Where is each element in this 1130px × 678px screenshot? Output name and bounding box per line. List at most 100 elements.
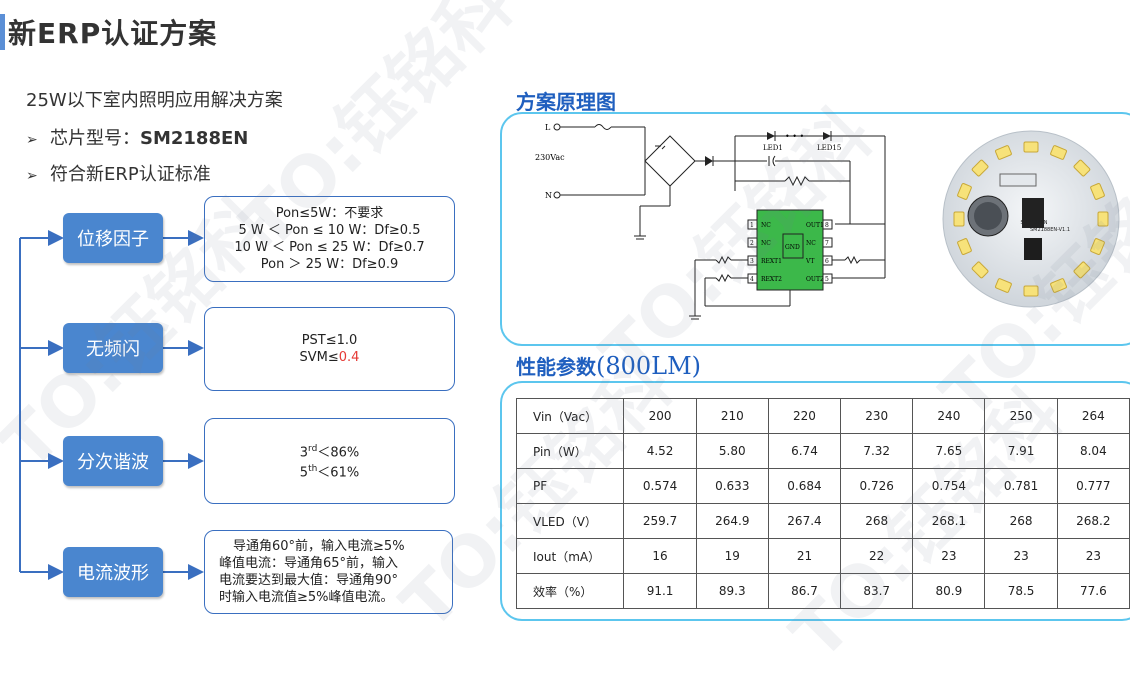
line-label-L: L: [545, 123, 551, 132]
table-cell: 91.1: [623, 573, 697, 609]
table-cell: 7.32: [840, 433, 914, 469]
harmonic-3rd: 3rd＜86%: [300, 441, 359, 461]
table-cell: 16: [623, 538, 697, 574]
table-cell: 86.7: [767, 573, 842, 609]
pin-number: 2: [750, 240, 754, 247]
category-current-waveform: 电流波形: [63, 547, 163, 597]
displacement-factor-box: Pon≤5W：不要求 5 W ＜ Pon ≤ 10 W：Df≥0.5 10 W …: [204, 196, 455, 282]
pin-number: 4: [750, 276, 754, 283]
row-label: VLED（V）: [515, 503, 625, 539]
harmonic-limit: ＜86%: [317, 445, 360, 460]
perf-title: 性能参数(800LM): [516, 351, 701, 380]
row-label: PF: [515, 468, 625, 504]
table-cell: 0.684: [767, 468, 842, 504]
harmonic-order: 5: [299, 465, 309, 481]
table-cell: 77.6: [1056, 573, 1130, 609]
table-cell: 4.52: [623, 433, 697, 469]
chip-model-name: SM2188EN: [140, 128, 249, 149]
table-cell: 19: [695, 538, 769, 574]
circuit-diagram: L 230Vac N • • • LED1 LED15 GND NC NC RE…: [535, 123, 886, 320]
led-chip: [1090, 183, 1105, 200]
ordinal-suffix: rd: [308, 443, 318, 454]
led-chip: [1090, 238, 1105, 255]
perf-title-text: 性能参数: [516, 355, 596, 379]
bullet-arrow-icon: ➢: [26, 168, 38, 184]
pin-label: NC: [761, 222, 771, 229]
board-code: SM2188EN-V1.1: [1030, 227, 1070, 233]
harmonic-5th: 5th＜61%: [300, 461, 359, 481]
led-chip: [1097, 211, 1109, 227]
led-chip: [1050, 278, 1067, 293]
pst-line: PST≤1.0: [301, 333, 358, 348]
pin-label: OUT1: [806, 222, 824, 229]
table-cell: 7.91: [984, 433, 1058, 469]
df-line: 10 W ＜ Pon ≤ 25 W：Df≥0.7: [234, 240, 425, 255]
page-title: 新ERP认证方案: [8, 17, 218, 50]
table-cell: 240: [912, 398, 986, 434]
pin-number: 1: [750, 222, 754, 229]
harmonic-limit: ＜61%: [317, 465, 360, 481]
pin-number: 5: [825, 276, 829, 283]
table-cell: 7.65: [912, 433, 986, 469]
table-cell: 200: [623, 398, 697, 434]
led-chip: [953, 211, 965, 227]
harmonic-order: 3: [299, 445, 309, 460]
bullet-text: 芯片型号：: [50, 128, 140, 149]
led-chip: [971, 159, 989, 177]
pin-label: OUT2: [806, 276, 824, 283]
waveform-line: 时输入电流值≥5%峰值电流。: [219, 590, 394, 605]
pin-number: 7: [825, 240, 829, 247]
svm-label: SVM≤: [299, 350, 339, 365]
led1-label: LED1: [763, 144, 783, 152]
table-cell: 78.5: [984, 573, 1058, 609]
ordinal-suffix: th: [308, 464, 318, 474]
table-cell: 259.7: [623, 503, 697, 539]
waveform-line: 电流要达到最大值：导通角90°: [219, 573, 399, 588]
subtitle: 25W以下室内照明应用解决方案: [26, 90, 283, 111]
board-chip-text: SM2188EN: [1020, 220, 1047, 226]
led-board-photo: SM2188EN SM2188EN-V1.1: [942, 130, 1120, 308]
table-cell: 220: [767, 398, 842, 434]
table-cell: 80.9: [912, 573, 986, 609]
table-cell: 6.74: [767, 433, 842, 469]
df-line: 5 W ＜ Pon ≤ 10 W：Df≥0.5: [238, 223, 421, 238]
table-cell: 264.9: [695, 503, 769, 539]
led-chip: [1023, 141, 1039, 153]
table-cell: 250: [984, 398, 1058, 434]
table-cell: 268: [840, 503, 914, 539]
bullet-text: 符合新ERP认证标准: [50, 164, 211, 185]
pin-number: 3: [750, 258, 754, 265]
table-cell: 83.7: [840, 573, 914, 609]
table-cell: 23: [984, 538, 1058, 574]
schematic-title: 方案原理图: [516, 90, 616, 114]
led-chip-ring: [953, 141, 1109, 297]
vac-label: 230Vac: [535, 153, 565, 162]
table-cell: 89.3: [695, 573, 769, 609]
led-chip: [971, 261, 989, 279]
led-chip: [995, 145, 1012, 160]
waveform-line: 导通角60°前，输入电流≥5%: [233, 539, 405, 554]
ic-package: [1022, 198, 1044, 228]
table-cell: 264: [1056, 398, 1130, 434]
table-cell: 267.4: [767, 503, 842, 539]
pin-label: NC: [806, 240, 816, 247]
table-cell: 0.726: [840, 468, 914, 504]
table-cell: 21: [767, 538, 842, 574]
row-label: Vin（Vac）: [515, 398, 625, 434]
df-line: Pon ＞ 25 W：Df≥0.9: [260, 257, 399, 272]
category-no-flicker: 无频闪: [63, 323, 163, 373]
category-harmonics: 分次谐波: [63, 436, 163, 486]
table-cell: 0.574: [623, 468, 697, 504]
table-cell: 268.1: [912, 503, 986, 539]
pin-label: REXT1: [761, 258, 782, 265]
led-chip: [957, 183, 972, 200]
led-chip: [1073, 159, 1091, 177]
waveform-line: 峰值电流：导通角65°前，输入: [219, 556, 399, 571]
led-chip: [1073, 261, 1091, 279]
